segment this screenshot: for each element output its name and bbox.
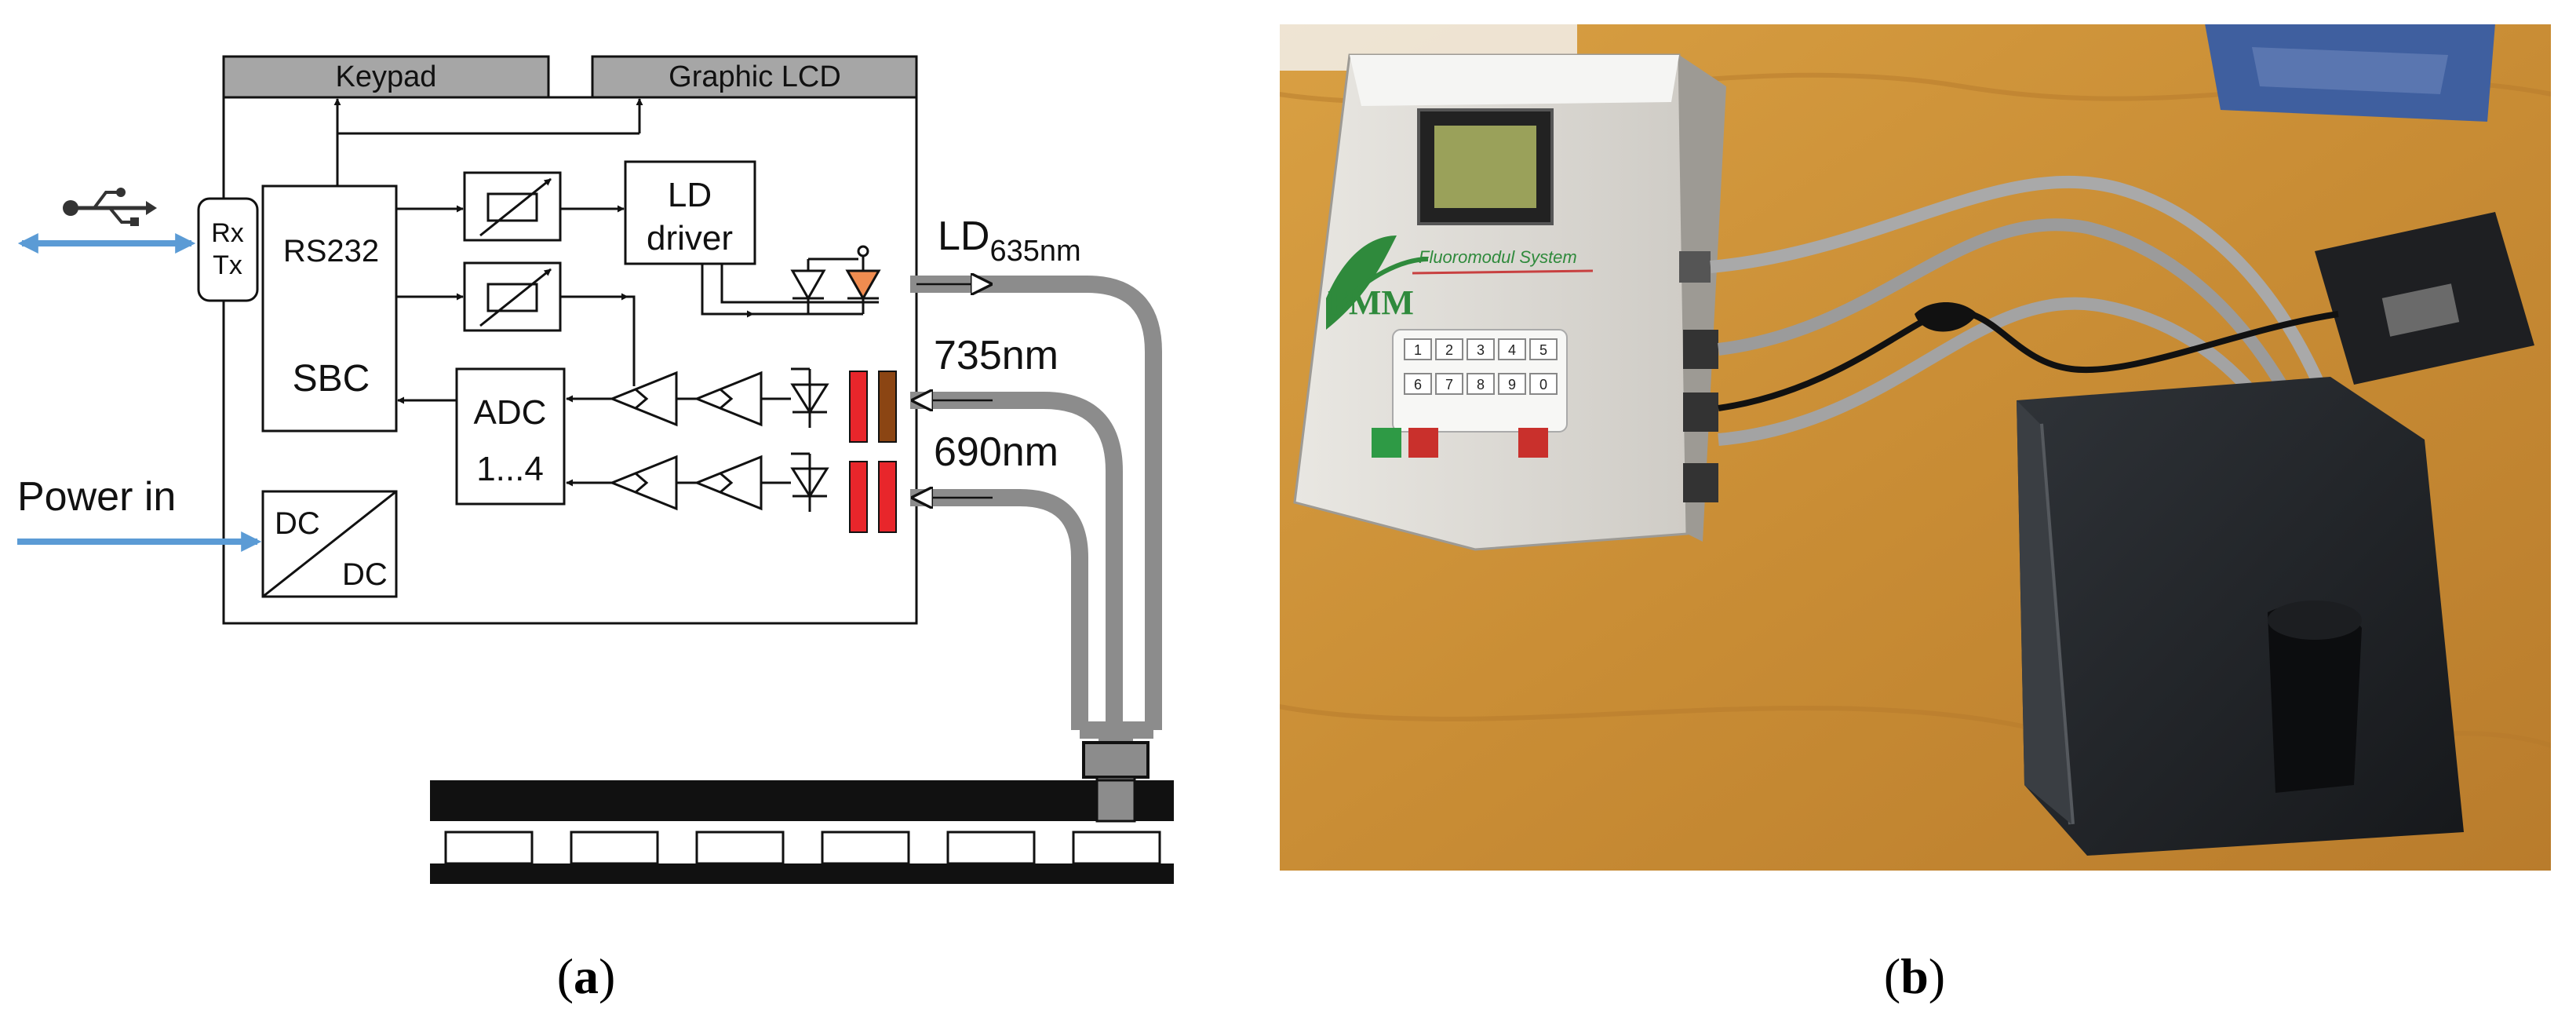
caption-a-open: ( — [557, 948, 574, 1004]
adc-line1: ADC — [474, 393, 547, 432]
filter-735-brown — [878, 371, 897, 443]
key-5: 5 — [1539, 342, 1547, 358]
filter-690-red1 — [849, 461, 868, 533]
red-key — [1408, 428, 1438, 458]
probe-holder — [2017, 377, 2464, 856]
ld-driver-output-wire — [701, 264, 863, 316]
laser-diode-icon — [808, 245, 881, 314]
wavelength-735-label: 735nm — [934, 333, 1058, 378]
microplate-wells — [444, 831, 1161, 865]
usb-icon — [63, 188, 157, 226]
ld-driver-block — [624, 160, 756, 265]
key-0: 0 — [1539, 377, 1547, 392]
dc-top-label: DC — [275, 506, 320, 541]
caption-b: (b) — [1884, 948, 1945, 1004]
adc-line2: 1...4 — [476, 450, 544, 488]
caption-a: (a) — [557, 948, 616, 1004]
caption-b-letter: b — [1900, 948, 1929, 1004]
green-key — [1372, 428, 1401, 458]
dcdc-diagonal — [262, 490, 397, 598]
microplate-bottom — [430, 863, 1174, 884]
rx-label: Rx — [211, 218, 244, 248]
device-brand: FMM — [1328, 283, 1414, 322]
tx-label: Tx — [213, 250, 242, 280]
fiber-635 — [910, 276, 1162, 730]
filter-735-red — [849, 371, 868, 443]
amplifier-icon — [566, 455, 791, 511]
fluoromodul-device: FMM Fluoromodul System 1 2 3 4 5 — [1293, 53, 1726, 551]
key-9: 9 — [1508, 377, 1516, 392]
sbc-block — [261, 184, 398, 433]
caption-a-letter: a — [574, 948, 599, 1004]
variable-resistor-icon — [396, 171, 625, 242]
keypad-label: Keypad — [336, 60, 437, 93]
filter-690-red2 — [878, 461, 897, 533]
panel-b-photo: FMM Fluoromodul System 1 2 3 4 5 — [1278, 23, 2552, 872]
microplate-top — [430, 780, 1174, 821]
panel-a-diagram: Keypad Graphic LCD RS232 SBC Rx Tx Power… — [17, 55, 1174, 884]
fiber-735 — [910, 392, 1123, 730]
ld-635-sub: 635nm — [989, 235, 1080, 268]
caption-b-close: ) — [1929, 948, 1945, 1004]
photodiode-icon — [790, 259, 826, 314]
graphic-lcd-label: Graphic LCD — [669, 60, 841, 93]
sbc-label: SBC — [293, 358, 370, 400]
red-key-right — [1518, 428, 1548, 458]
key-8: 8 — [1477, 377, 1485, 392]
power-in-label: Power in — [17, 474, 176, 520]
caption-a-close: ) — [599, 948, 615, 1004]
photodiode-icon — [790, 452, 829, 512]
key-1: 1 — [1414, 342, 1422, 358]
amplifier-icon — [566, 371, 791, 427]
probe-shaft-front — [1095, 779, 1136, 823]
keypad-bar — [222, 55, 550, 99]
photodiode-icon — [790, 367, 829, 428]
caption-b-open: ( — [1884, 948, 1900, 1004]
rs232-label: RS232 — [283, 234, 379, 268]
variable-resistor-icon — [396, 261, 636, 373]
device-label: Fluoromodul System — [1419, 247, 1577, 267]
dc-bottom-label: DC — [342, 557, 388, 592]
key-3: 3 — [1477, 342, 1485, 358]
key-6: 6 — [1414, 377, 1422, 392]
wavelength-690-label: 690nm — [934, 429, 1058, 475]
probe-connector — [1082, 741, 1150, 779]
ld-driver-line2: driver — [647, 219, 733, 257]
ld-635-main: LD — [938, 214, 989, 259]
device-keypad: 1 2 3 4 5 6 7 8 9 0 — [1372, 329, 1568, 458]
key-7: 7 — [1445, 377, 1453, 392]
ld-driver-line1: LD — [668, 176, 712, 214]
graphic-lcd-bar — [591, 55, 918, 99]
ld-635-label: LD635nm — [938, 214, 1081, 268]
rxtx-block — [197, 197, 259, 302]
key-4: 4 — [1508, 342, 1516, 358]
black-cable — [1718, 308, 2339, 411]
key-2: 2 — [1445, 342, 1453, 358]
fiber-690 — [910, 489, 1088, 730]
adc-block — [455, 367, 566, 506]
